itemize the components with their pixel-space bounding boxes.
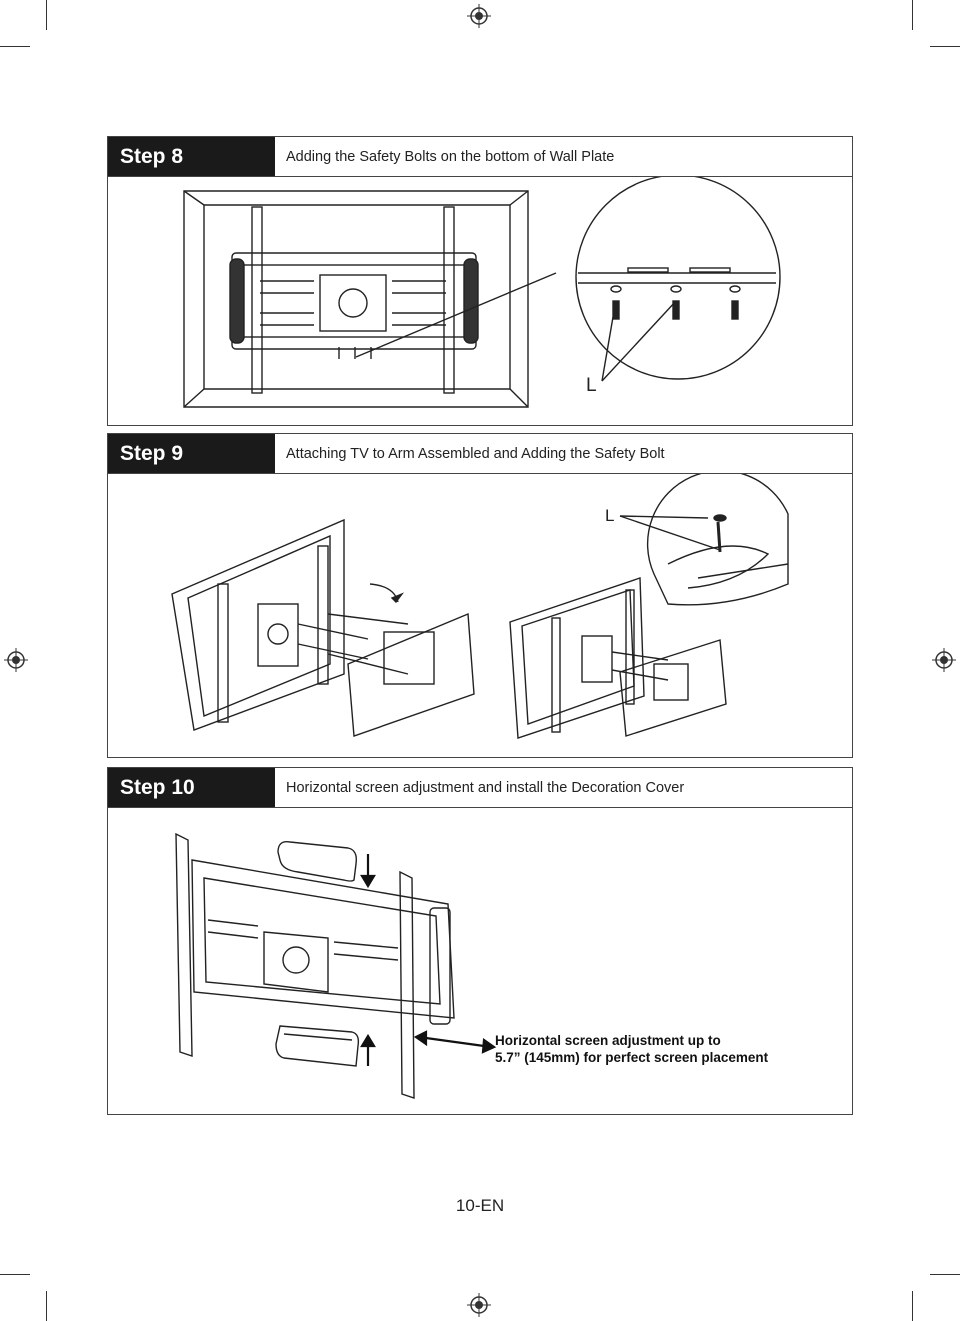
crop-mark [46, 1291, 47, 1321]
page-number: 10-EN [455, 1196, 505, 1215]
crop-mark [930, 1274, 960, 1275]
step-header: Step 9 Attaching TV to Arm Assembled and… [108, 434, 852, 474]
adjustment-note-line-2: 5.7” (145mm) for perfect screen placemen… [495, 1050, 769, 1065]
step-8-panel: Step 8 Adding the Safety Bolts on the bo… [107, 136, 853, 426]
registration-mark-icon [4, 648, 28, 672]
registration-mark-icon [467, 4, 491, 28]
step-9-panel: Step 9 Attaching TV to Arm Assembled and… [107, 433, 853, 758]
step-header: Step 8 Adding the Safety Bolts on the bo… [108, 137, 852, 177]
callout-label: L [605, 506, 615, 525]
step-8-illustration: L [108, 177, 852, 425]
crop-mark [912, 1291, 913, 1321]
registration-mark-icon [467, 1293, 491, 1317]
registration-mark-icon [932, 648, 956, 672]
step-label: Step 10 [108, 768, 275, 807]
step-label: Step 8 [108, 137, 275, 176]
crop-mark [912, 0, 913, 30]
step-header: Step 10 Horizontal screen adjustment and… [108, 768, 852, 808]
crop-mark [0, 1274, 30, 1275]
step-description: Attaching TV to Arm Assembled and Adding… [286, 446, 665, 462]
crop-mark [930, 46, 960, 47]
crop-mark [0, 46, 30, 47]
step-description: Horizontal screen adjustment and install… [286, 780, 685, 796]
callout-label: L [586, 375, 597, 396]
adjustment-note-line-1: Horizontal screen adjustment up to [495, 1033, 721, 1048]
step-10-panel: Step 10 Horizontal screen adjustment and… [107, 767, 853, 1115]
step-9-illustration: L [108, 474, 852, 757]
step-description: Adding the Safety Bolts on the bottom of… [286, 149, 615, 165]
step-10-illustration [108, 808, 852, 1114]
step-label: Step 9 [108, 434, 275, 473]
crop-mark [46, 0, 47, 30]
